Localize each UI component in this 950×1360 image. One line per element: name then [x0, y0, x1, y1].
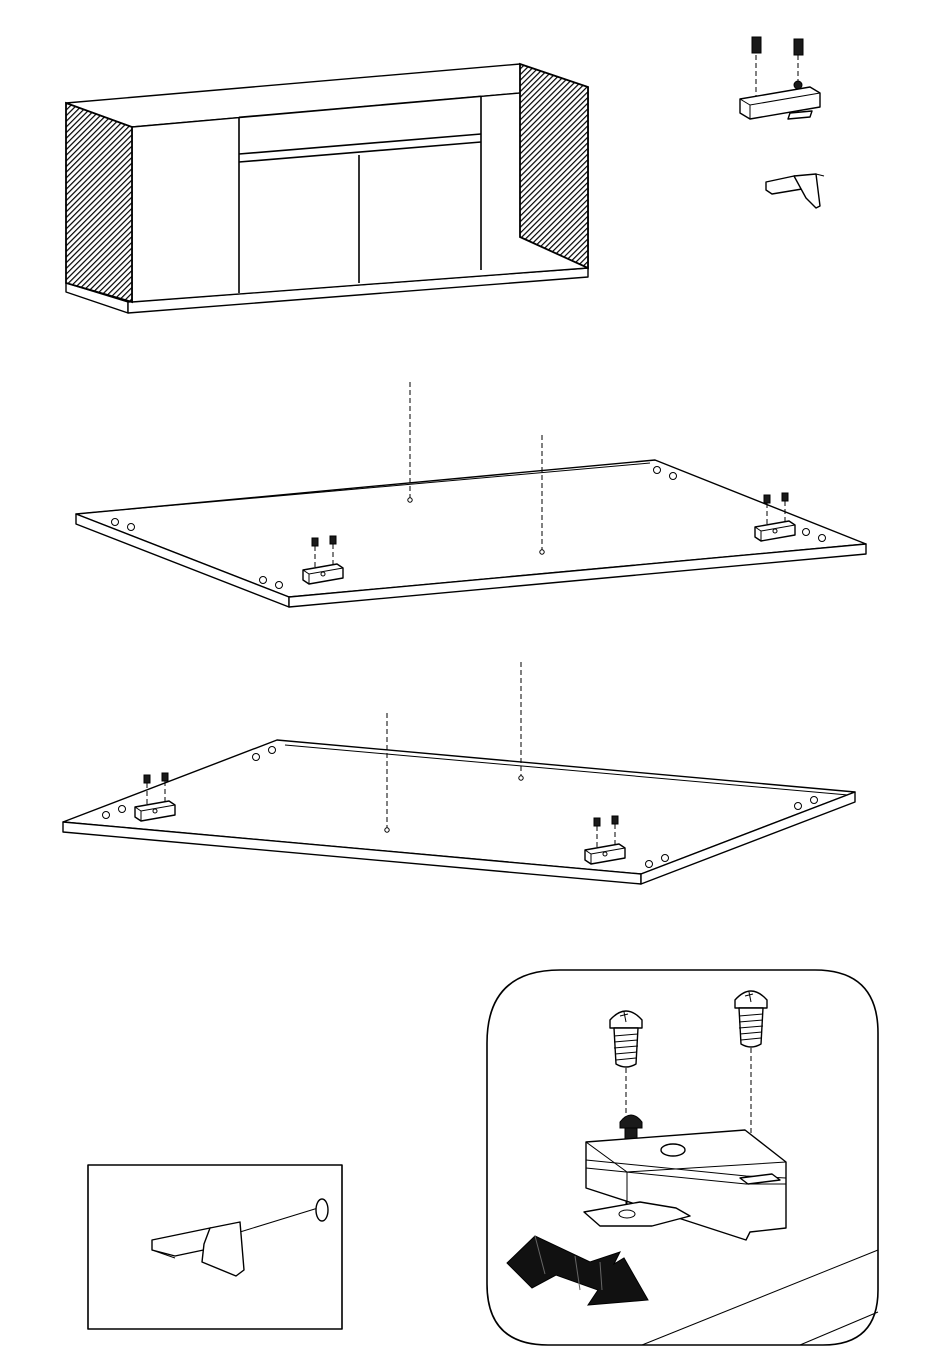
bracket-with-screws-figure — [740, 37, 820, 119]
screw-icon — [610, 1011, 642, 1067]
right-side-panel — [520, 64, 588, 268]
small-screw-icon — [620, 1115, 642, 1140]
cabinet-figure — [66, 64, 588, 313]
left-side-panel — [66, 103, 132, 302]
shelf-support-detail — [88, 1165, 342, 1329]
top-board-figure — [76, 382, 866, 607]
shelf-support-figure — [766, 174, 824, 208]
screw-icon — [794, 39, 803, 55]
screw-icon — [752, 37, 761, 53]
bracket-detail — [487, 970, 878, 1345]
screw-icon — [735, 991, 767, 1047]
direction-arrow-icon — [507, 1236, 648, 1305]
peg-hole-icon — [316, 1199, 328, 1221]
bottom-board-figure — [63, 662, 855, 884]
